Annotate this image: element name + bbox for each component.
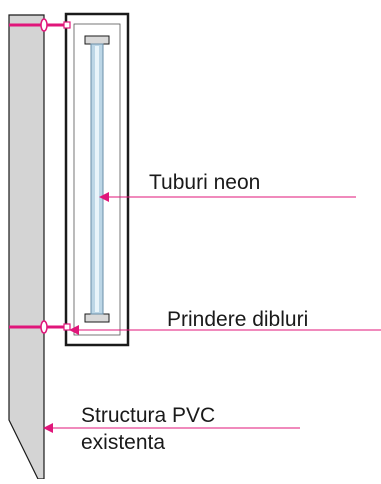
pvc-structure-label-line1: Structura PVC: [81, 404, 216, 427]
dowel-fixing-label: Prindere dibluri: [167, 308, 309, 331]
pvc-structure-label: Structura PVC existenta: [81, 402, 215, 456]
top-dowel-fixing: [9, 18, 71, 32]
pvc-wall: [8, 14, 45, 480]
neon-tube-highlight: [95, 46, 99, 312]
bottom-dowel-fixing: [9, 320, 71, 334]
pvc-structure-label-line2: existenta: [81, 431, 166, 454]
top-tube-holder: [84, 35, 110, 45]
bottom-tube-holder: [84, 313, 110, 323]
neon-tubes-label: Tuburi neon: [149, 171, 261, 194]
